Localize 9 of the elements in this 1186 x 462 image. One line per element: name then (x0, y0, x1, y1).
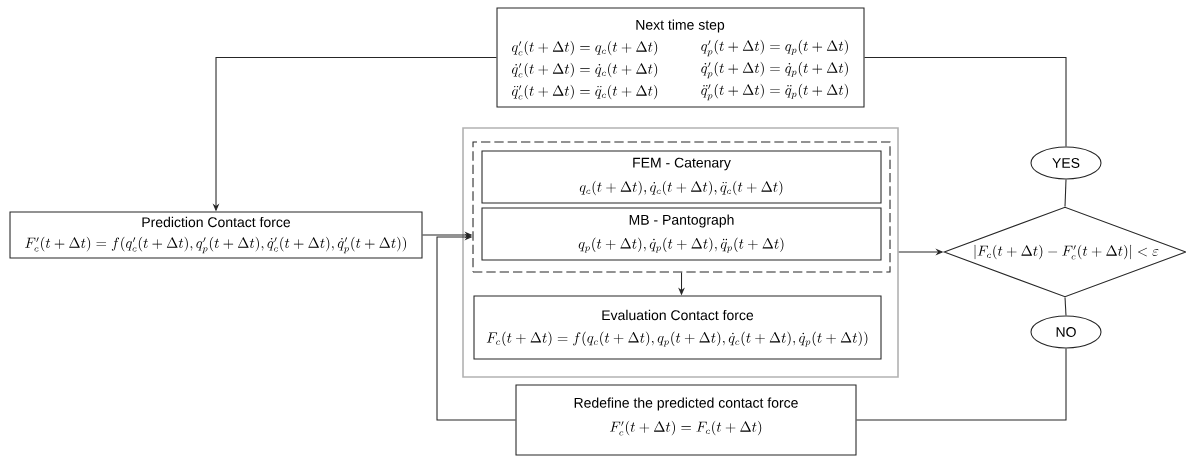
process-box: Next time step $q_c'(t+\Delta t) = q_c(t+\Delta t)$ $q_p'(t+\Delta t) = q_p(t+\Delta t)$ $\dot{q}_c'(t+\Delta t) = \dot{q}_c(t+\Delta t)$ $\dot{q}_p'(t+\Delta t) = \dot{q}_p(t+\Delta t)$ $\ddot{q}_c'(t+\Delta t) = \ddot{q}_c(t+\Delta t)$ $\ddot{q}_p'(t+\Delta t) = \ddot{q}_p(t+\Delta t)$ (496, 7, 865, 108)
dashed-group-frame (472, 141, 891, 273)
process-box: MB - Pantograph $q_p(t+\Delta t), \dot{q}_p(t+\Delta t), \ddot{q}_p(t+\Delta t)$ (481, 207, 882, 261)
process-box: Prediction Contact force $F_c'(t+\Delta t) = f(q_c'(t+\Delta t), q_p'(t+\Delta t), \dot{q}_c'(t+\Delta t), \dot{q}_p'(t+\Delta t))$ (9, 211, 423, 259)
process-box: Evaluation Contact force $F_c(t+\Delta t) = f(q_c(t+\Delta t) , q_p(t+\Delta t), \dot{q}_c(t+\Delta t) , \dot{q}_p(t+\Delta t))$ (473, 295, 882, 360)
arrow (436, 233, 516, 421)
group-frame (462, 127, 899, 378)
process-box: FEM - Catenary $q_c(t+\Delta t), \dot{q}_c(t+\Delta t), \ddot{q}_c(t+\Delta t)$ (481, 150, 882, 204)
process-box: Redefine the predicted contact force $F_c'(t+\Delta t) = F_c(t+\Delta t)$ (515, 384, 857, 456)
